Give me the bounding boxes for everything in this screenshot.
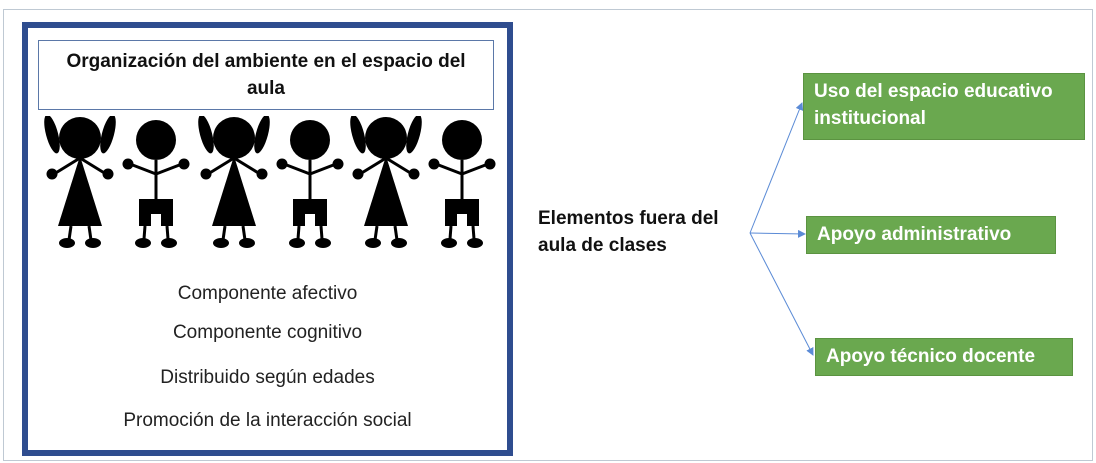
component-cognitive: Componente cognitivo [172, 322, 363, 343]
component-age-distribution: Distribuido según edades [160, 367, 375, 388]
boy-figure-icon [427, 118, 496, 250]
classroom-panel [22, 22, 513, 456]
panel-title-text: Organización del ambiente en el espacio … [66, 51, 466, 99]
target-espacio-educativo: Uso del espacio educativo institucional [803, 73, 1085, 140]
component-social-interaction: Promoción de la interacción social [123, 410, 412, 431]
target-apoyo-tecnico: Apoyo técnico docente [815, 338, 1073, 376]
target-apoyo-administrativo: Apoyo administrativo [806, 216, 1056, 254]
girl-figure-icon [39, 116, 121, 250]
component-affective: Componente afectivo [177, 283, 358, 304]
girl-figure-icon [345, 116, 427, 250]
children-figures [39, 116, 496, 250]
boy-figure-icon [275, 118, 345, 250]
girl-figure-icon [193, 116, 275, 250]
center-node: Elementos fuera del aula de clases [538, 208, 719, 256]
panel-title: Organización del ambiente en el espacio … [38, 40, 494, 110]
boy-figure-icon [121, 118, 191, 250]
